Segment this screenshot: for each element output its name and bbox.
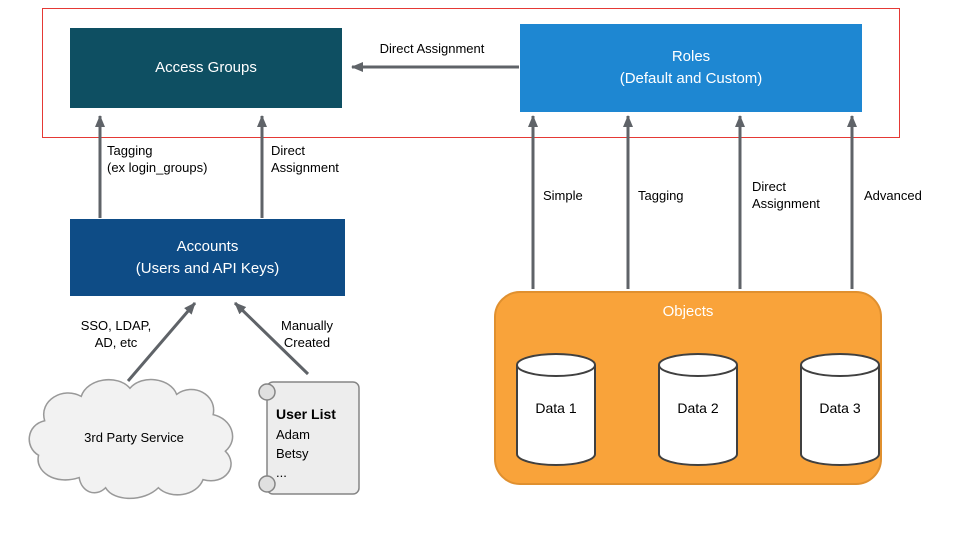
data-cylinder-2: Data 2 bbox=[657, 352, 739, 467]
label-direct-assignment-right: Direct Assignment bbox=[752, 179, 820, 211]
data-cylinder-label: Data 3 bbox=[819, 400, 861, 416]
data-cylinder-label: Data 1 bbox=[535, 400, 577, 416]
cloud-icon bbox=[28, 378, 234, 500]
label-direct-assignment-top: Direct Assignment bbox=[379, 41, 485, 56]
user-list-title: User List bbox=[276, 406, 336, 422]
label-manually-created: Manually Created bbox=[280, 318, 334, 350]
label-sso-ldap: SSO, LDAP, AD, etc bbox=[80, 318, 152, 350]
database-icon bbox=[800, 353, 880, 466]
user-list: User List Adam Betsy ... bbox=[276, 404, 336, 483]
user-list-item: ... bbox=[276, 464, 287, 480]
arrow-scroll-to-accounts bbox=[233, 301, 310, 376]
label-simple: Simple bbox=[543, 188, 583, 203]
data-cylinder-3: Data 3 bbox=[799, 352, 881, 467]
database-icon bbox=[516, 353, 596, 466]
label-tagging-login-groups: Tagging (ex login_groups) bbox=[107, 143, 208, 175]
cloud-label: 3rd Party Service bbox=[84, 430, 184, 445]
objects-container: Objects Data 1 Data 2 Data 3 bbox=[494, 291, 882, 485]
roles-box: Roles (Default and Custom) bbox=[520, 24, 862, 112]
accounts-box: Accounts (Users and API Keys) bbox=[70, 219, 345, 296]
data-cylinder-1: Data 1 bbox=[515, 352, 597, 467]
database-icon bbox=[658, 353, 738, 466]
red-group-frame bbox=[42, 8, 900, 138]
data-cylinder-label: Data 2 bbox=[677, 400, 719, 416]
scroll-icon bbox=[258, 381, 360, 495]
arrow-cloud-to-accounts bbox=[126, 302, 197, 382]
access-groups-box: Access Groups bbox=[70, 28, 342, 108]
label-tagging: Tagging bbox=[638, 188, 684, 203]
objects-label: Objects bbox=[662, 303, 714, 320]
user-list-item: Betsy bbox=[276, 446, 309, 462]
label-advanced: Advanced bbox=[864, 188, 922, 203]
label-direct-assignment-left: Direct Assignment bbox=[271, 143, 339, 175]
user-list-item: Adam bbox=[276, 427, 310, 443]
